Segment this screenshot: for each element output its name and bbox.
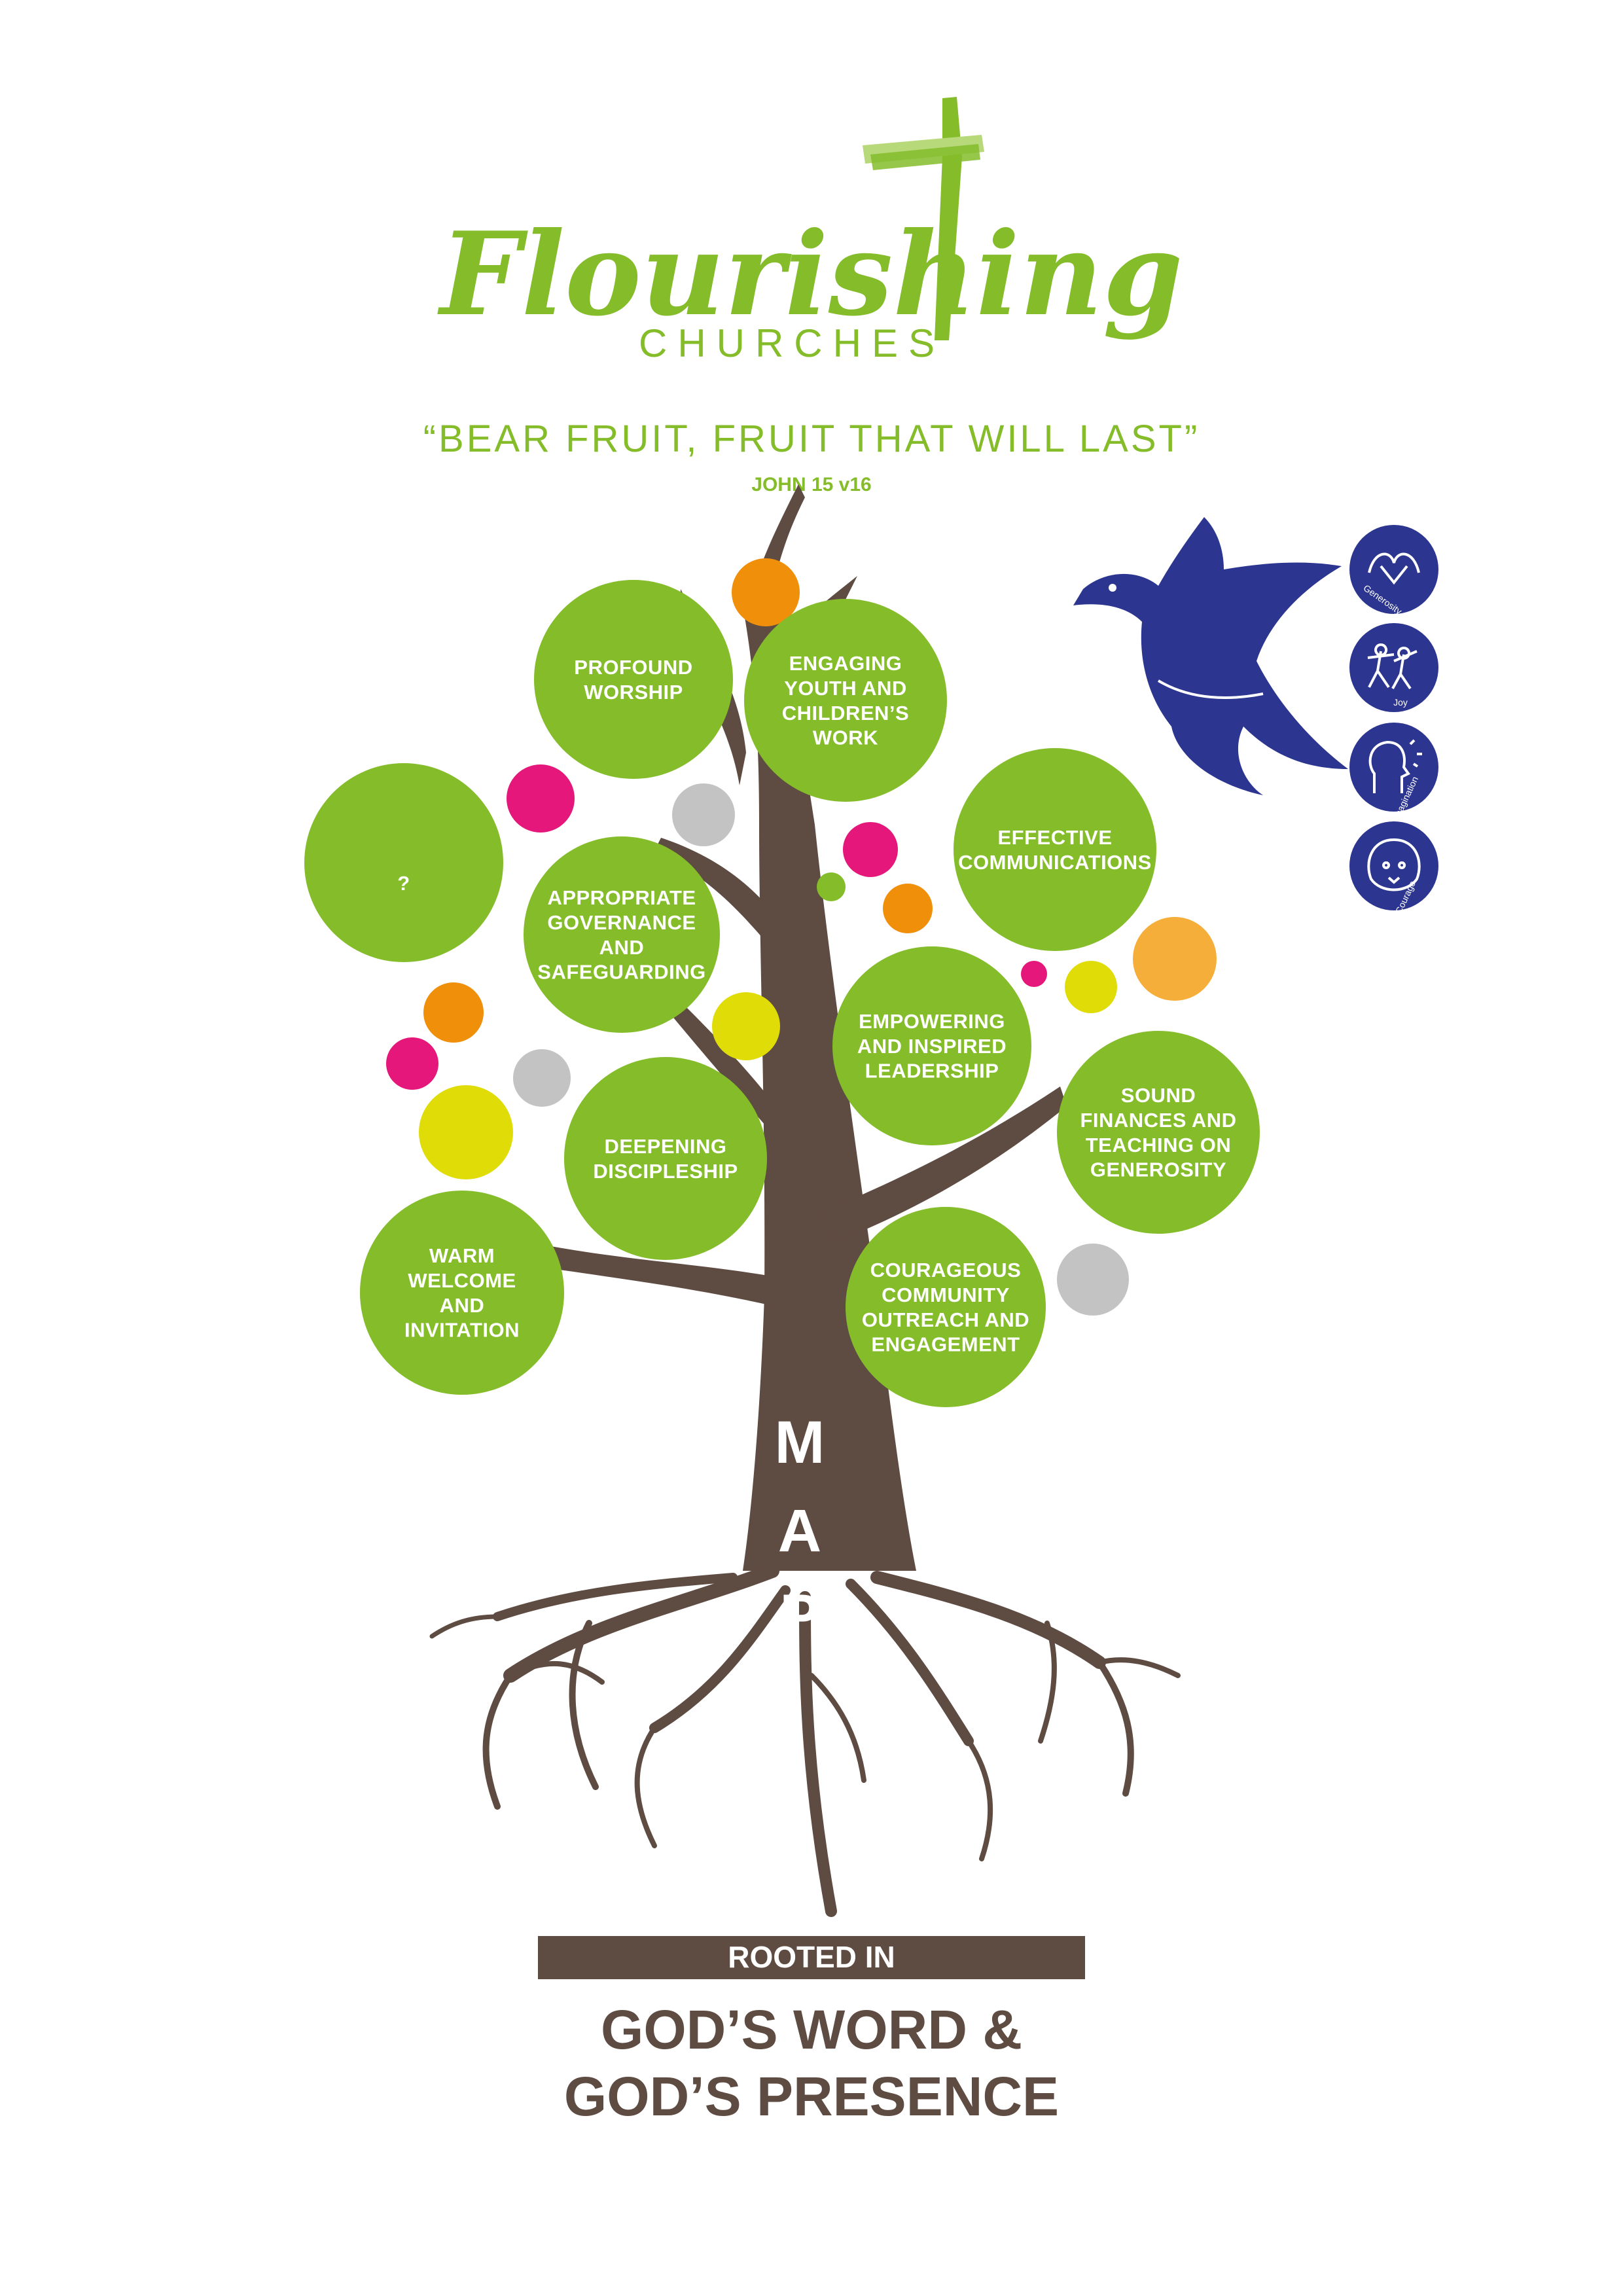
leaf-label-line: DISCIPLESHIP [593, 1160, 738, 1183]
leaf-circle [360, 1191, 564, 1395]
leaf-label-line: DEEPENING [604, 1135, 726, 1158]
leaf-label-line: ENGAGING [789, 652, 902, 675]
leaf-label-line: EFFECTIVE [997, 826, 1112, 849]
leaf-label-line: AND [440, 1294, 485, 1317]
leaf-label-line: WORSHIP [584, 681, 683, 704]
tree-roots [429, 1564, 1181, 1917]
logo-sub-text: CHURCHES [639, 321, 945, 365]
leaf-circle [534, 580, 733, 779]
leaf-label-line: COURAGEOUS [870, 1259, 1022, 1282]
dove-icon [1073, 517, 1348, 795]
leaf-label-line: WORK [813, 726, 878, 749]
trunk-letters: M A P [775, 1409, 825, 1649]
footer-line-2: GOD’S PRESENCE [564, 2066, 1059, 2127]
badge-label: Joy [1393, 697, 1408, 708]
lion-icon [1367, 838, 1421, 891]
leaf-label-line: LEADERSHIP [865, 1060, 999, 1083]
leaf-label-line: SAFEGUARDING [537, 961, 705, 984]
leaf-label-line: SOUND [1121, 1084, 1196, 1107]
trunk-letter-p: P [779, 1583, 819, 1649]
rooted-in-banner [538, 1936, 1085, 1979]
footer: ROOTED IN GOD’S WORD & GOD’S PRESENCE [538, 1936, 1085, 2127]
leaf-label-line: AND INSPIRED [857, 1035, 1007, 1058]
leaf-label-line: AND [599, 936, 645, 959]
cross-icon [863, 97, 984, 340]
leaf-label-line: PROFOUND [574, 656, 692, 679]
leaf-circle [1057, 1031, 1260, 1234]
badge-imagination: Imagination [1349, 723, 1438, 822]
leaf-circle [846, 1207, 1046, 1407]
leaf-label-line: TEACHING ON [1086, 1134, 1232, 1157]
leaf-circle [304, 763, 503, 962]
leaf-label-line: APPROPRIATE [547, 886, 696, 909]
leaf-label-line: EMPOWERING [859, 1010, 1005, 1033]
leaf-label-line: ? [397, 872, 410, 895]
leaf-label-line: WELCOME [408, 1269, 516, 1292]
badge-generosity: Generosity [1349, 525, 1438, 617]
trunk-letter-a: A [778, 1498, 821, 1564]
rooted-in-text: ROOTED IN [728, 1940, 895, 1974]
dancing-people-icon [1367, 643, 1418, 690]
badge-circle [1349, 821, 1438, 910]
leaf-label-line: GOVERNANCE [547, 911, 696, 934]
leaf-label-line: CHILDREN’S [782, 702, 909, 725]
head-ideas-icon [1368, 739, 1422, 793]
leaf-label-line: FINANCES AND [1080, 1109, 1236, 1132]
leaf-label-line: COMMUNITY [882, 1283, 1010, 1306]
leaf-question: ? [304, 763, 503, 962]
leaf-label-line: OUTREACH AND [862, 1308, 1029, 1331]
trunk-letter-m: M [775, 1409, 825, 1476]
badge-circle [1349, 525, 1438, 614]
leaf-label-line: YOUTH AND [784, 677, 907, 700]
badge-joy: Joy [1349, 623, 1438, 712]
quote-text: “BEAR FRUIT, FRUIT THAT WILL LAST” [423, 418, 1200, 460]
logo-script-text: Flourishing [437, 207, 1183, 342]
footer-line-1: GOD’S WORD & [601, 1999, 1022, 2060]
leaf-circle [524, 836, 720, 1033]
leaf-label-line: ENGAGEMENT [871, 1333, 1020, 1356]
tree-trunk [537, 484, 1067, 1571]
leaf-label-line: WARM [429, 1244, 495, 1267]
leaf-circle [832, 946, 1031, 1145]
badge-circle [1349, 623, 1438, 712]
decorative-dots [386, 558, 1217, 1316]
leaf-label-line: GENEROSITY [1090, 1158, 1226, 1181]
leaf-circle [744, 599, 947, 802]
flourishing-churches-logo: Flourishing CHURCHES [437, 97, 1183, 365]
hands-heart-icon [1368, 552, 1420, 585]
quote-reference: JOHN 15 v16 [751, 474, 871, 495]
badge-circle [1349, 723, 1438, 812]
leaf-label-line: INVITATION [404, 1319, 520, 1342]
leaf-circle [954, 748, 1156, 951]
badge-courage: Courage [1349, 821, 1438, 916]
leaf-circle [564, 1057, 767, 1260]
leaf-label-line: COMMUNICATIONS [958, 851, 1152, 874]
